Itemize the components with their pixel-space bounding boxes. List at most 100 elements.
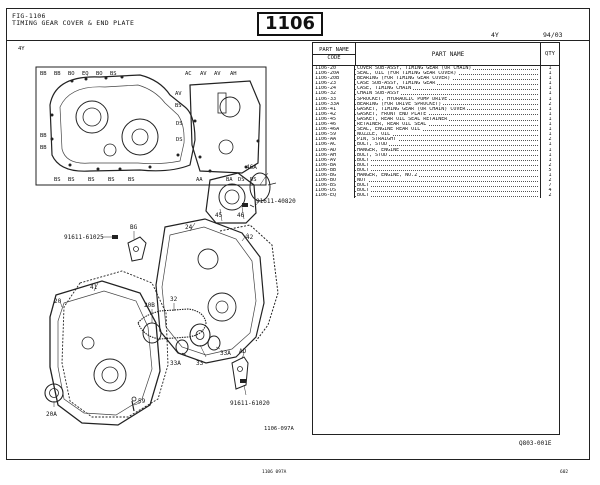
inset-case-outline xyxy=(49,74,196,172)
lbl-bo-2: BO xyxy=(96,71,103,77)
part-code: 1106-23 xyxy=(313,81,355,87)
part-qty: 1 xyxy=(548,116,552,122)
lbl-av-2: AV xyxy=(214,71,221,77)
part-code: 1106-20A xyxy=(313,71,355,77)
lbl-bs-6: BS xyxy=(54,177,61,183)
part-name: BOLT xyxy=(355,157,541,163)
inset-frame xyxy=(35,66,267,186)
lbl-bs-2: BS xyxy=(175,103,182,109)
part-qty: 4 xyxy=(548,188,552,194)
page-footer-mid: 1106 097A xyxy=(262,470,287,475)
lbl-59: 59 xyxy=(138,398,146,405)
lbl-20: 20 xyxy=(54,298,62,305)
lbl-ad: AD xyxy=(239,348,247,355)
part-name: BOLT xyxy=(355,162,541,168)
oil-nozzle xyxy=(131,400,135,412)
part-qty: 1 xyxy=(548,81,552,87)
parts-table-header: PART NAME CODE PART NAME QTY xyxy=(313,43,559,66)
figure-number-box: 1106 xyxy=(257,12,323,36)
part-code: 1106-41 xyxy=(313,106,355,112)
lbl-bs-7: BS xyxy=(128,177,135,183)
header-divider xyxy=(6,40,590,41)
timing-chain-case xyxy=(155,218,265,364)
lbl-bb-4: BB xyxy=(40,145,47,151)
part-name: SEAL, OIL (FOR TIMING GEAR COVER) xyxy=(355,71,541,77)
lbl-ds-1: DS xyxy=(176,121,183,127)
part-name: BEARING (FOR DRIVE SPROCKET) xyxy=(355,101,541,107)
part-name: BOLT xyxy=(355,183,541,189)
lbl-33: 33 xyxy=(196,360,204,367)
header-model: 4Y xyxy=(491,31,499,39)
part-code: 1106-42 xyxy=(313,111,355,117)
catalog-sheet xyxy=(6,8,590,460)
lbl-20a: 20A xyxy=(46,411,57,418)
part-qty: 2 xyxy=(548,193,552,199)
exploded-diagram: BB BB BO EQ BO BS AC AV AV AH AV BS BB B… xyxy=(35,66,296,426)
part-name: COVER SUB-ASSY, TIMING GEAR (OR CHAIN) xyxy=(355,66,541,72)
engine-hanger xyxy=(231,356,249,390)
lbl-32: 32 xyxy=(170,296,178,303)
col-code-header: PART NAME CODE xyxy=(313,43,356,65)
lbl-91611-40820: 91611-40820 xyxy=(256,198,296,205)
part-name: BOLT, STUD xyxy=(355,152,541,158)
part-code: 1106-AV xyxy=(313,157,355,163)
part-qty: 1 xyxy=(548,66,552,71)
part-code: 1106-BG xyxy=(313,172,355,179)
page-footer-right: 602 xyxy=(560,470,569,475)
header-date: 94/03 xyxy=(543,31,563,39)
lbl-bs-4: BS xyxy=(88,177,95,183)
lbl-45: 45 xyxy=(215,212,223,219)
lbl-av-3: AV xyxy=(175,91,182,97)
engine-hanger-no2 xyxy=(127,236,147,262)
part-qty: 1 xyxy=(548,86,552,92)
timing-gear-cover xyxy=(49,280,161,426)
part-qty: 1 xyxy=(548,132,552,138)
part-code: 1106-BB xyxy=(313,167,355,173)
lbl-aa: AA xyxy=(196,177,203,183)
part-code: 1106-20 xyxy=(313,66,355,72)
part-name: GASKET, REAR OIL SEAL RETAINER xyxy=(355,116,541,123)
part-qty: 1 xyxy=(548,71,552,77)
part-qty: 1 xyxy=(548,142,552,148)
lbl-24: 24 xyxy=(185,224,193,231)
part-code: 1106-AD xyxy=(313,147,355,153)
lbl-46: 46 xyxy=(237,212,245,219)
lbl-bs-3: BS xyxy=(68,177,75,183)
front-end-plate-gasket xyxy=(219,224,279,342)
lbl-42: 42 xyxy=(246,234,254,241)
timing-gear-cover-gasket xyxy=(61,270,169,418)
part-code: 1106-24 xyxy=(313,86,355,92)
part-name: SEAL, ENGINE REAR OIL xyxy=(355,127,541,133)
part-name: GASKET, TIMING GEAR (OR CHAIN) COVER xyxy=(355,106,541,112)
lbl-33a-1: 33A xyxy=(170,360,181,367)
sprocket-bearing-2 xyxy=(207,335,221,351)
part-code: 1106-33A xyxy=(313,101,355,107)
lbl-bs-5: BS xyxy=(108,177,115,183)
part-qty: 2 xyxy=(548,101,552,107)
figure-title: TIMING GEAR COVER & END PLATE xyxy=(12,19,135,27)
lbl-91611-61025: 91611-61025 xyxy=(64,234,104,241)
part-name: BOLT xyxy=(355,193,541,199)
part-code: 1106-BO xyxy=(313,178,355,184)
lbl-20b: 20B xyxy=(144,302,155,309)
part-code: 1106-AA xyxy=(313,137,355,143)
part-qty: 2 xyxy=(548,137,552,143)
part-code: 1106-46 xyxy=(313,122,355,128)
lbl-ah: AH xyxy=(230,71,237,77)
inset-end-plate xyxy=(189,80,261,174)
part-qty: 1 xyxy=(548,106,552,112)
illustration-code: 1106-097A xyxy=(264,426,294,432)
lbl-91611-61020: 91611-61020 xyxy=(230,400,270,407)
